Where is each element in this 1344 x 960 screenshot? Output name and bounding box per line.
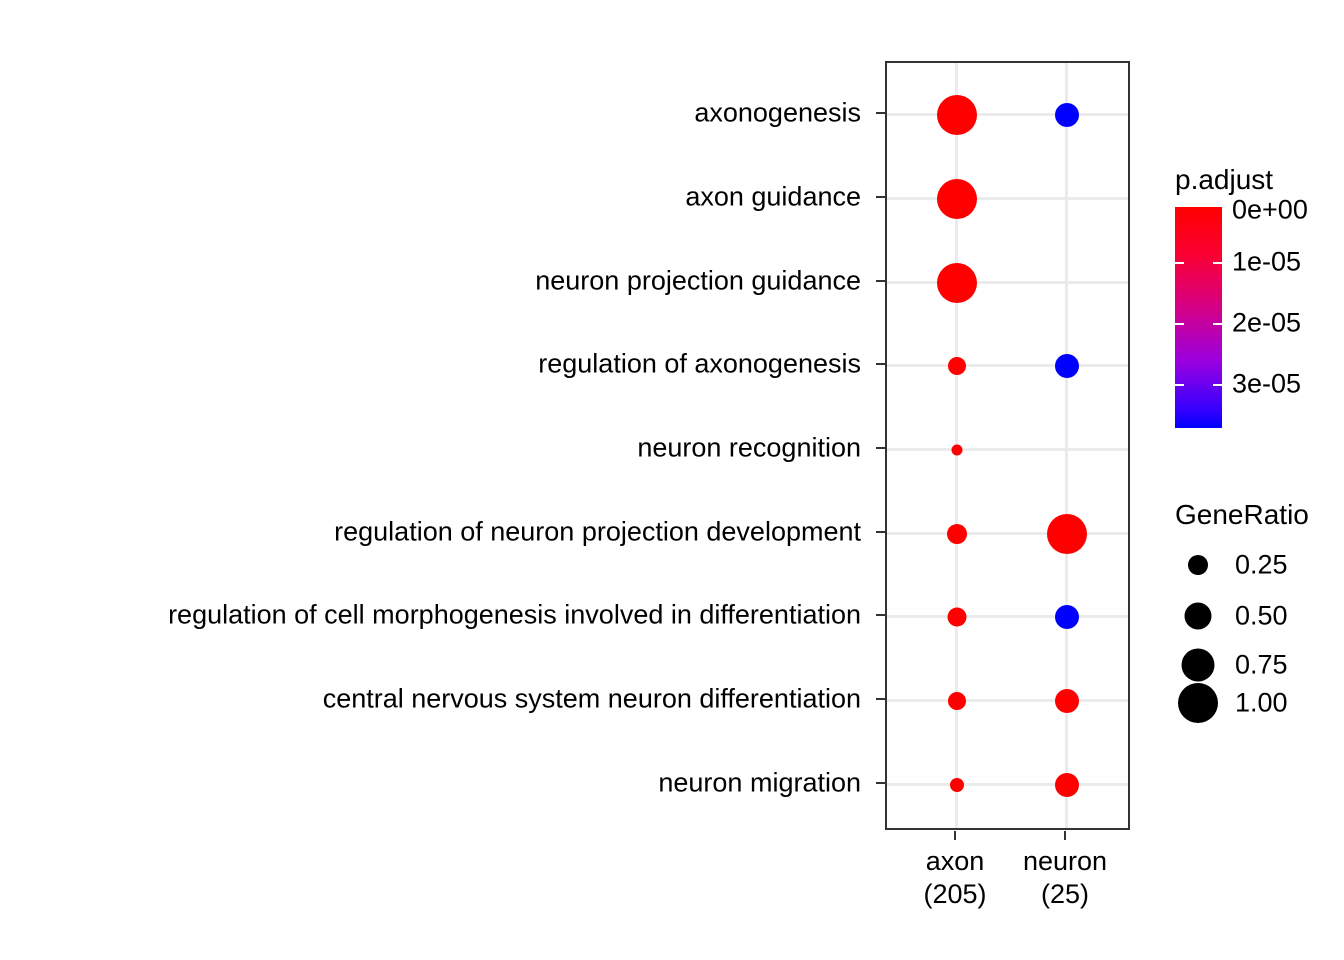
y-axis-tick (876, 447, 885, 449)
data-point (1055, 103, 1079, 127)
size-legend-label: 0.25 (1235, 549, 1288, 580)
grid-line-vertical (1065, 63, 1068, 828)
grid-line-horizontal (887, 783, 1128, 786)
colorbar-label: 0e+00 (1232, 194, 1308, 225)
grid-line-horizontal (887, 113, 1128, 116)
data-point (937, 263, 977, 303)
colorbar-label: 1e-05 (1232, 246, 1302, 277)
y-axis-label: neuron recognition (637, 432, 861, 463)
data-point (937, 95, 977, 135)
grid-line-horizontal (887, 448, 1128, 451)
x-axis-label-axon: axon (205) (923, 845, 986, 911)
y-axis-tick (876, 782, 885, 784)
data-point (951, 444, 963, 456)
data-point (1055, 354, 1079, 378)
grid-line-horizontal (887, 364, 1128, 367)
x-axis-label-line2: (25) (1040, 879, 1090, 909)
y-axis-label: axon guidance (685, 181, 861, 212)
plot-panel (885, 61, 1130, 830)
size-legend-key-dot (1184, 602, 1212, 630)
x-axis-label-line2: (205) (923, 879, 987, 909)
data-point (1055, 689, 1079, 713)
y-axis-tick (876, 112, 885, 114)
size-legend-title: GeneRatio (1175, 499, 1309, 530)
data-point (950, 778, 964, 792)
y-axis-label: neuron migration (658, 767, 861, 798)
colorbar-tick (1175, 384, 1184, 386)
color-legend-colorbar (1175, 207, 1222, 428)
size-legend-key-dot (1178, 683, 1218, 723)
grid-line-horizontal (887, 699, 1128, 702)
y-axis-tick (876, 196, 885, 198)
data-point (1047, 514, 1087, 554)
grid-line-horizontal (887, 532, 1128, 535)
colorbar-tick (1213, 384, 1222, 386)
colorbar-tick (1213, 262, 1222, 264)
grid-line-horizontal (887, 615, 1128, 618)
y-axis-label: axonogenesis (694, 97, 861, 128)
y-axis-label: neuron projection guidance (535, 265, 861, 296)
size-legend-label: 1.00 (1235, 687, 1288, 718)
y-axis-label: regulation of axonogenesis (538, 348, 861, 379)
y-axis-tick (876, 280, 885, 282)
y-axis-label: regulation of neuron projection developm… (334, 516, 861, 547)
y-axis-label: regulation of cell morphogenesis involve… (168, 599, 861, 630)
data-point (948, 357, 966, 375)
y-axis-labels: axonogenesis axon guidance neuron projec… (168, 97, 861, 798)
grid-line-horizontal (887, 281, 1128, 284)
y-axis-tick (876, 531, 885, 533)
data-point (947, 607, 967, 627)
color-legend-title: p.adjust (1175, 164, 1274, 195)
data-point (1055, 773, 1079, 797)
x-axis-label-line1: neuron (1022, 846, 1108, 876)
colorbar-tick (1175, 262, 1184, 264)
colorbar-tick (1175, 323, 1184, 325)
size-legend-label: 0.75 (1235, 649, 1288, 680)
size-legend-key-dot (1181, 648, 1215, 682)
data-point (1055, 605, 1079, 629)
data-point (948, 692, 966, 710)
x-axis-label-neuron: neuron (25) (1023, 845, 1107, 911)
colorbar-label: 2e-05 (1232, 307, 1302, 338)
y-axis-tick (876, 614, 885, 616)
x-axis-tick (954, 831, 956, 840)
grid-line-horizontal (887, 197, 1128, 200)
size-legend-label: 0.50 (1235, 600, 1288, 631)
x-axis-tick (1064, 831, 1066, 840)
colorbar-tick (1213, 323, 1222, 325)
y-axis-tick (876, 698, 885, 700)
x-axis-label-line1: axon (925, 846, 985, 876)
data-point (947, 524, 967, 544)
colorbar-label: 3e-05 (1232, 368, 1302, 399)
data-point (937, 179, 977, 219)
y-axis-tick (876, 363, 885, 365)
size-legend-key-dot (1188, 555, 1208, 575)
y-axis-label: central nervous system neuron differenti… (322, 683, 861, 714)
